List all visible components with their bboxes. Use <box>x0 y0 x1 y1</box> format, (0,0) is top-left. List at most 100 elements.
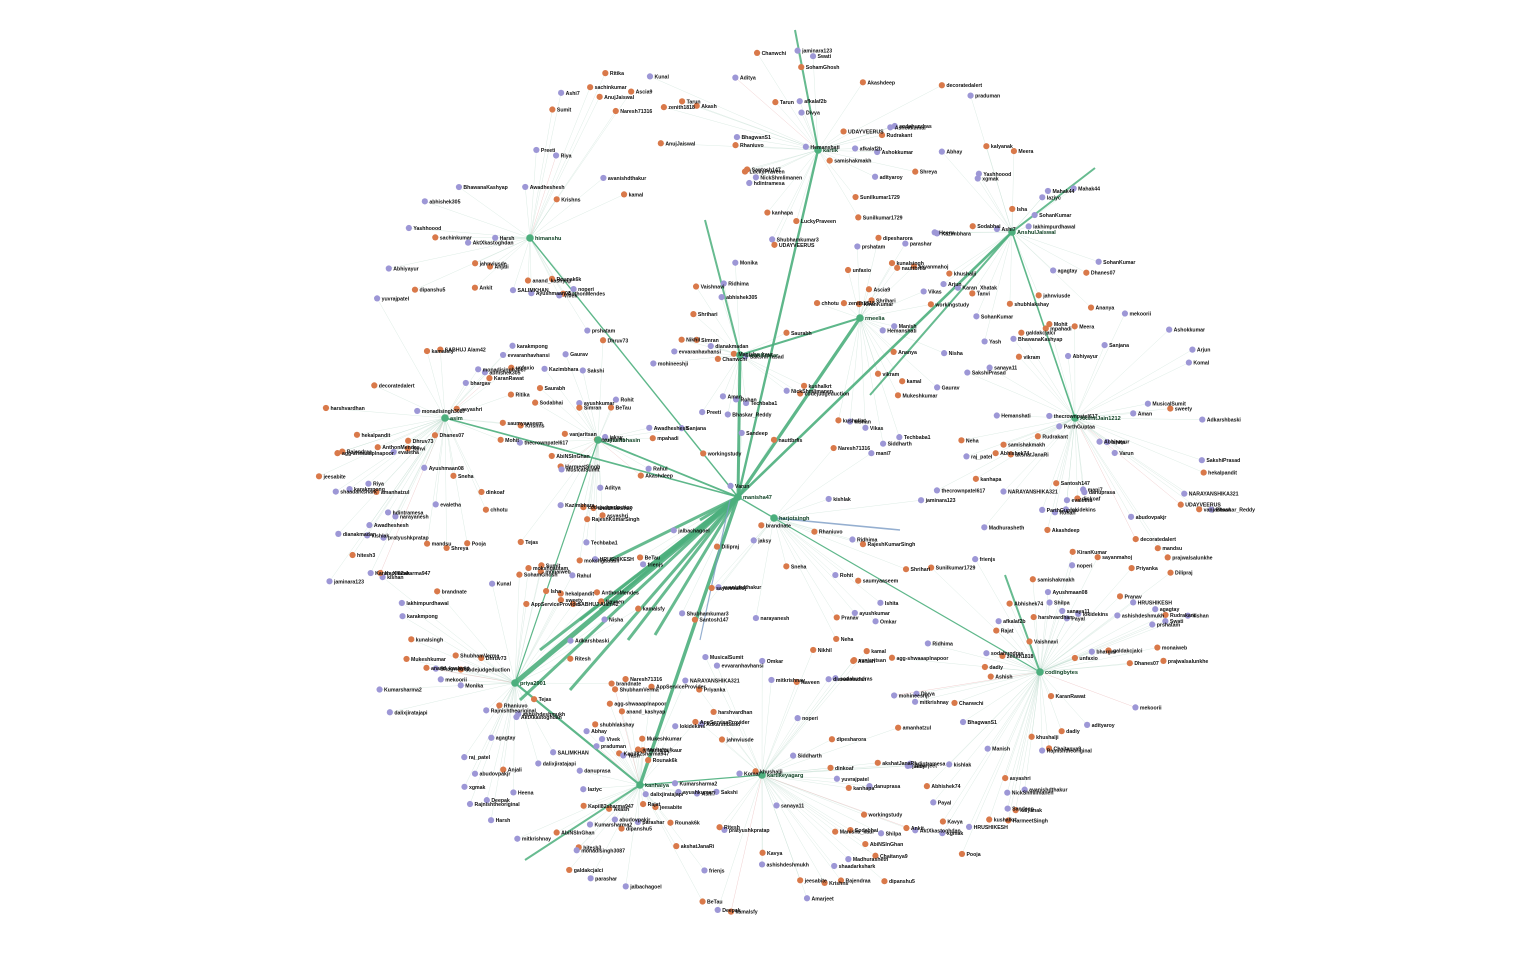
faint-edge <box>614 689 641 786</box>
faint-edge <box>408 417 446 441</box>
node-label: Abhishek74 <box>1000 451 1029 457</box>
node <box>437 346 444 353</box>
faint-edge <box>773 498 829 519</box>
faint-edge <box>527 237 531 281</box>
node-label: mokshgautam <box>584 558 620 564</box>
node <box>1114 612 1121 619</box>
node <box>835 417 842 424</box>
node <box>783 329 790 336</box>
faint-edge <box>989 367 1076 419</box>
node <box>691 616 699 623</box>
node <box>584 327 591 334</box>
faint-edge <box>773 447 834 519</box>
node <box>384 509 392 516</box>
faint-edge <box>859 317 903 382</box>
node <box>727 482 734 489</box>
node <box>570 286 577 293</box>
strong-edge <box>739 317 861 356</box>
faint-edge <box>623 755 641 786</box>
node-label: Varun <box>735 484 749 490</box>
node-label: mpahadi <box>657 436 679 442</box>
faint-edge <box>639 784 698 794</box>
faint-edge <box>1039 565 1073 673</box>
node <box>1181 490 1188 497</box>
node-label: Ritika <box>515 393 529 399</box>
faint-edge <box>773 517 859 581</box>
faint-edge <box>639 726 676 786</box>
node <box>562 351 569 358</box>
node-label: sweety <box>565 598 582 604</box>
node <box>334 450 341 457</box>
hub-node <box>441 414 449 422</box>
node-label: Kapil82sharma947 <box>624 751 670 757</box>
node-label: anand_kashyap <box>626 709 665 715</box>
node-label: Pranav <box>841 615 858 621</box>
node-label: parashar <box>595 876 617 882</box>
node <box>682 677 689 684</box>
node-label: jahnviusde <box>1042 293 1070 299</box>
node-label: yuvrajpatel <box>841 777 869 783</box>
node-label: thecrownpatel617 <box>1054 414 1098 420</box>
node-label: Ashi7 <box>701 792 715 798</box>
node-label: abudovpakjr <box>1136 515 1167 521</box>
faint-edge <box>701 354 741 413</box>
node <box>995 618 1002 625</box>
node <box>1200 469 1207 476</box>
node-label: Shrihari <box>876 298 896 304</box>
node <box>832 828 839 835</box>
hub-node <box>734 493 742 501</box>
node-label: bhargav <box>470 381 490 387</box>
faint-edge <box>1039 557 1098 673</box>
node <box>854 243 861 250</box>
node-label: KaranRawat <box>494 376 524 382</box>
node-label: kishlak <box>833 497 851 503</box>
faint-edge <box>1074 408 1171 419</box>
faint-edge <box>639 721 696 786</box>
node <box>1059 607 1066 615</box>
faint-edge <box>859 317 884 444</box>
node <box>964 369 971 376</box>
node-label: asyashri <box>607 513 629 519</box>
node-label: karakmpong <box>354 487 385 493</box>
node-label: AktXkastoghdan <box>521 715 562 721</box>
node-label: Ashi7 <box>1001 227 1015 233</box>
faint-edge <box>512 237 531 291</box>
node <box>845 784 852 792</box>
faint-edge <box>1039 551 1073 673</box>
node <box>954 284 961 291</box>
node <box>810 646 817 654</box>
node-label: Preeti <box>707 410 722 416</box>
node-label: vanjaritsan <box>859 658 886 664</box>
faint-edge <box>817 149 856 198</box>
node <box>730 350 737 357</box>
strong-edge <box>736 354 742 498</box>
faint-edge <box>597 439 601 488</box>
node-label: Rajendraa <box>347 450 372 456</box>
node <box>600 174 607 182</box>
faint-edge <box>1039 596 1121 673</box>
node-label: BhagwanS1 <box>741 135 771 141</box>
faint-edge <box>1074 417 1168 558</box>
node <box>1010 335 1017 342</box>
faint-edge <box>761 774 916 831</box>
node <box>800 382 808 389</box>
node-label: Sunilkumar1729 <box>860 195 900 201</box>
node-label: HRUSHIKESH <box>600 557 635 563</box>
faint-edge <box>424 417 446 468</box>
node-label: dadiy <box>1066 729 1080 735</box>
node-label: Mohit <box>505 438 519 444</box>
node-label: dinkoaf <box>486 490 505 496</box>
node <box>599 512 606 519</box>
node <box>933 230 941 237</box>
node <box>612 396 620 403</box>
node-label: workingstudy <box>868 813 903 819</box>
node <box>696 686 703 693</box>
node-label: Akashdeep <box>1052 528 1080 534</box>
node <box>923 783 930 790</box>
node <box>993 412 1000 419</box>
node-label: Aman <box>727 394 741 400</box>
node <box>557 596 565 604</box>
node <box>963 453 970 460</box>
faint-edge <box>639 784 679 793</box>
node-label: jalbachagoel <box>677 528 710 534</box>
